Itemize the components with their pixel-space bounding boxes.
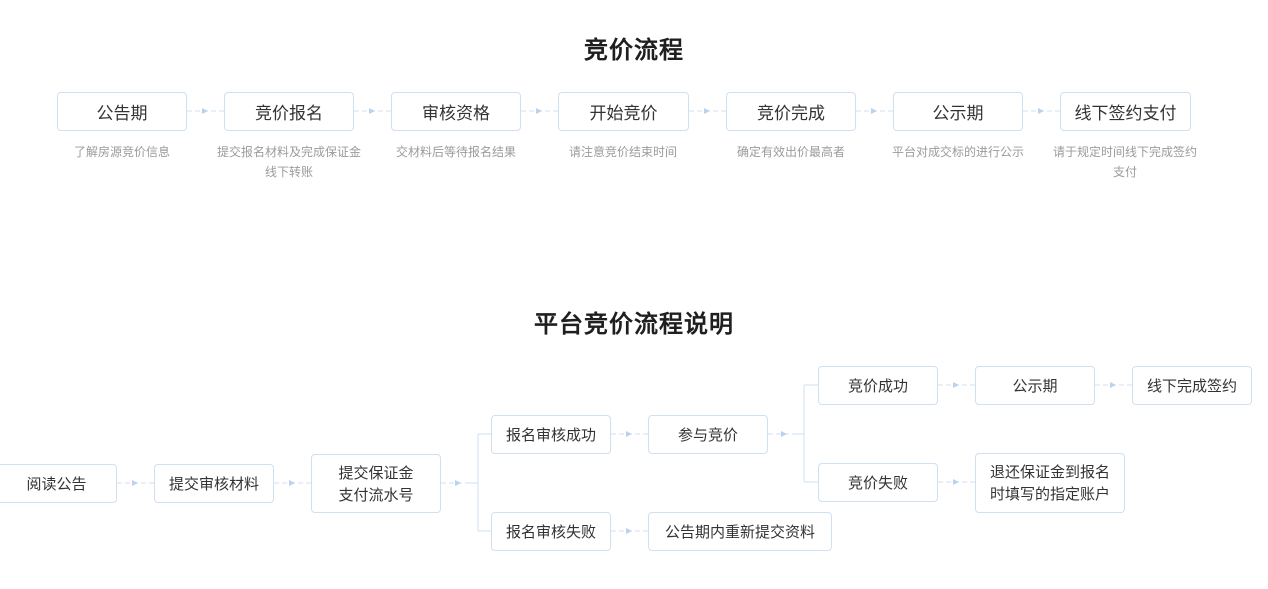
arrow-2-3 — [369, 108, 375, 114]
step-offline-signing-desc: 请于规定时间线下完成签约支付 — [1052, 145, 1197, 179]
node-review-success: 报名审核成功 — [491, 415, 611, 454]
step-qualification: 审核资格 — [391, 92, 521, 131]
step-announcement-desc: 了解房源竞价信息 — [73, 145, 170, 159]
node-bid-success: 竞价成功 — [818, 366, 938, 405]
arrow-bidsuccess-notice — [953, 382, 959, 388]
arrow-3-4 — [536, 108, 542, 114]
platform-title: 平台竞价流程说明 — [534, 310, 734, 338]
arrow-notice-sign — [1110, 382, 1116, 388]
branch-review — [466, 433, 491, 532]
step-start-bidding: 开始竞价 — [558, 92, 689, 131]
node-refund-deposit: 退还保证金到报名 时填写的指定账户 — [975, 453, 1125, 513]
step-bidding-complete: 竞价完成 — [726, 92, 856, 131]
arrow-1-2 — [202, 108, 208, 114]
node-bid-fail: 竞价失败 — [818, 463, 938, 502]
process-title: 竞价流程 — [584, 36, 684, 64]
arrow-read-submit — [132, 480, 138, 486]
arrow-fail-resubmit — [626, 528, 632, 534]
arrow-5-6 — [871, 108, 877, 114]
step-qualification-desc: 交材料后等待报名结果 — [395, 145, 516, 159]
branch-bidding — [792, 384, 818, 483]
node-submit-deposit: 提交保证金 支付流水号 — [311, 454, 441, 513]
node-public-notice: 公示期 — [975, 366, 1095, 405]
node-review-fail: 报名审核失败 — [491, 512, 611, 551]
arrow-submit-deposit — [289, 480, 295, 486]
arrow-4-5 — [704, 108, 710, 114]
arrow-bidfail-refund — [953, 479, 959, 485]
step-registration: 竞价报名 — [224, 92, 354, 131]
node-participate-bidding: 参与竞价 — [648, 415, 768, 454]
step-bidding-complete-desc: 确定有效出价最高者 — [736, 145, 845, 159]
arrow-success-participate — [626, 431, 632, 437]
step-announcement: 公告期 — [57, 92, 187, 131]
node-submit-materials: 提交审核材料 — [154, 464, 274, 503]
step-start-bidding-desc: 请注意竞价结束时间 — [568, 145, 677, 159]
node-offline-signing: 线下完成签约 — [1132, 366, 1252, 405]
step-registration-desc: 提交报名材料及完成保证金线下转账 — [216, 145, 361, 179]
step-public-notice: 公示期 — [893, 92, 1023, 131]
node-read-announcement: 阅读公告 — [0, 464, 117, 503]
arrow-6-7 — [1038, 108, 1044, 114]
node-resubmit-materials: 公告期内重新提交资料 — [648, 512, 832, 551]
step-public-notice-desc: 平台对成交标的进行公示 — [891, 145, 1024, 159]
arrow-participate-branch — [781, 431, 787, 437]
step-offline-signing: 线下签约支付 — [1060, 92, 1191, 131]
arrow-deposit-branch — [455, 480, 461, 486]
